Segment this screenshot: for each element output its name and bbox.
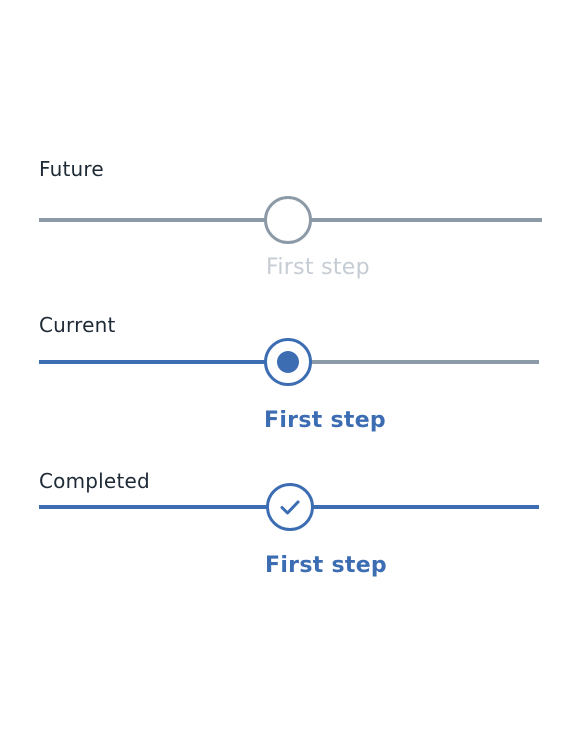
state-label-future: Future (39, 157, 104, 181)
track-left-completed (39, 505, 268, 509)
checkmark-icon[interactable] (266, 483, 314, 531)
step-label-future: First step (266, 255, 370, 280)
current-dot (277, 351, 299, 373)
track-right-current (309, 360, 539, 364)
check-glyph (280, 500, 300, 515)
empty-circle-icon[interactable] (264, 196, 312, 244)
track-right-future (309, 218, 542, 222)
filled-dot-icon[interactable] (264, 338, 312, 386)
track-left-future (39, 218, 267, 222)
step-label-current: First step (264, 408, 386, 433)
track-right-completed (310, 505, 539, 509)
state-label-current: Current (39, 313, 116, 337)
track-left-current (39, 360, 267, 364)
state-label-completed: Completed (39, 469, 150, 493)
step-label-completed: First step (265, 553, 387, 578)
